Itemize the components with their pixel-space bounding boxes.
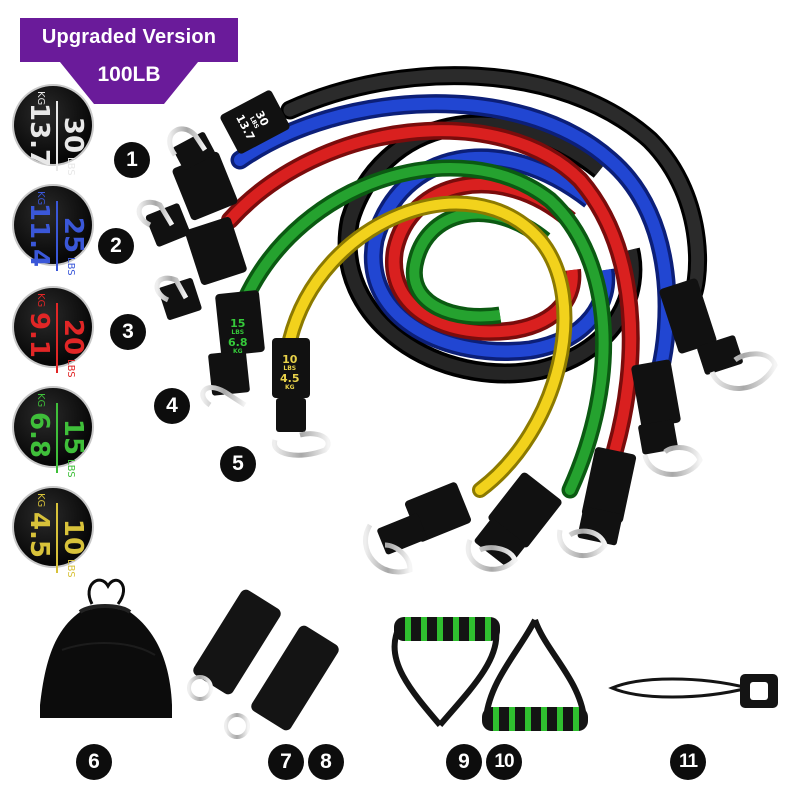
band-red bbox=[221, 121, 640, 459]
band-yellow bbox=[282, 195, 573, 498]
swatch-kg-unit: KG bbox=[35, 293, 46, 308]
carabiner-hooks-left bbox=[136, 126, 331, 458]
item-number-badge-3: 3 bbox=[110, 314, 146, 350]
band-sleeves-left bbox=[145, 90, 310, 432]
tag-lbs: 10 bbox=[282, 353, 298, 366]
tag-kg: 4.5 bbox=[280, 372, 300, 385]
item-number-badge-1: 1 bbox=[114, 142, 150, 178]
item-number-badge-7: 7 bbox=[268, 744, 304, 780]
carabiner-hooks-right bbox=[363, 351, 778, 575]
swatch-divider bbox=[56, 303, 58, 373]
swatch-lbs-unit: LBS bbox=[65, 359, 76, 378]
swatch-kg-value: 13.7 bbox=[24, 103, 54, 168]
swatch-kg-unit: KG bbox=[35, 191, 46, 206]
swatch-kg-value: 4.5 bbox=[24, 511, 54, 559]
item-number-badge-4: 4 bbox=[154, 388, 190, 424]
swatch-lbs-unit: LBS bbox=[65, 459, 76, 478]
tag-unit-kg: KG bbox=[232, 348, 243, 355]
tag-unit-kg: KG bbox=[284, 384, 295, 391]
resistance-label-20lbs: 20 LBS 9.1 KG bbox=[12, 286, 94, 378]
resistance-label-30lbs: 30 LBS 13.7 KG bbox=[12, 84, 94, 176]
foam-handle-icon bbox=[391, 602, 588, 745]
band-tag-15lbs: 15 LBS 6.8 KG bbox=[228, 318, 248, 356]
banner-ribbon-shape bbox=[20, 18, 238, 104]
tag-unit: LBS bbox=[231, 329, 245, 336]
item-number-badge-9: 9 bbox=[446, 744, 482, 780]
ankle-strap-icon bbox=[187, 589, 339, 739]
swatch-lbs-value: 15 bbox=[58, 418, 88, 456]
swatch-lbs-unit: LBS bbox=[65, 157, 76, 176]
swatch-lbs-value: 30 bbox=[58, 116, 88, 154]
swatch-kg-value: 6.8 bbox=[24, 411, 54, 459]
swatch-lbs-value: 20 bbox=[58, 318, 88, 356]
swatch-lbs-value: 10 bbox=[58, 518, 88, 556]
tag-unit: LBS bbox=[283, 365, 297, 372]
swatch-kg-unit: KG bbox=[35, 393, 46, 408]
door-anchor-icon bbox=[608, 674, 778, 708]
banner-title: Upgraded Version bbox=[41, 26, 217, 48]
swatch-kg-unit: KG bbox=[35, 493, 46, 508]
swatch-divider bbox=[56, 503, 58, 573]
band-tag-10lbs: 10 LBS 4.5 KG bbox=[280, 354, 300, 392]
tag-lbs: 15 bbox=[230, 317, 246, 330]
drawstring-bag-icon bbox=[40, 578, 172, 718]
item-number-badge-6: 6 bbox=[76, 744, 112, 780]
item-number-badge-10: 10 bbox=[486, 744, 522, 780]
upgraded-version-banner: Upgraded Version 100LB bbox=[20, 18, 238, 106]
swatch-divider bbox=[56, 101, 58, 171]
swatch-lbs-value: 25 bbox=[58, 216, 88, 254]
swatch-divider bbox=[56, 201, 58, 271]
resistance-label-10lbs: 10 LBS 4.5 KG bbox=[12, 486, 94, 578]
tag-kg: 6.8 bbox=[228, 336, 248, 349]
resistance-label-25lbs: 25 LBS 11.4 KG bbox=[12, 184, 94, 276]
swatch-lbs-unit: LBS bbox=[65, 559, 76, 578]
swatch-kg-unit: KG bbox=[35, 91, 46, 106]
swatch-kg-value: 9.1 bbox=[24, 311, 54, 359]
banner-weight: 100LB bbox=[97, 63, 161, 86]
item-number-badge-2: 2 bbox=[98, 228, 134, 264]
swatch-divider bbox=[56, 403, 58, 473]
swatch-lbs-unit: LBS bbox=[65, 257, 76, 276]
band-green bbox=[236, 159, 613, 499]
swatch-kg-value: 11.4 bbox=[24, 203, 54, 268]
item-number-badge-8: 8 bbox=[308, 744, 344, 780]
item-number-badge-11: 11 bbox=[670, 744, 706, 780]
item-number-badge-5: 5 bbox=[220, 446, 256, 482]
band-sleeves-right bbox=[377, 278, 743, 568]
resistance-label-15lbs: 15 LBS 6.8 KG bbox=[12, 386, 94, 478]
